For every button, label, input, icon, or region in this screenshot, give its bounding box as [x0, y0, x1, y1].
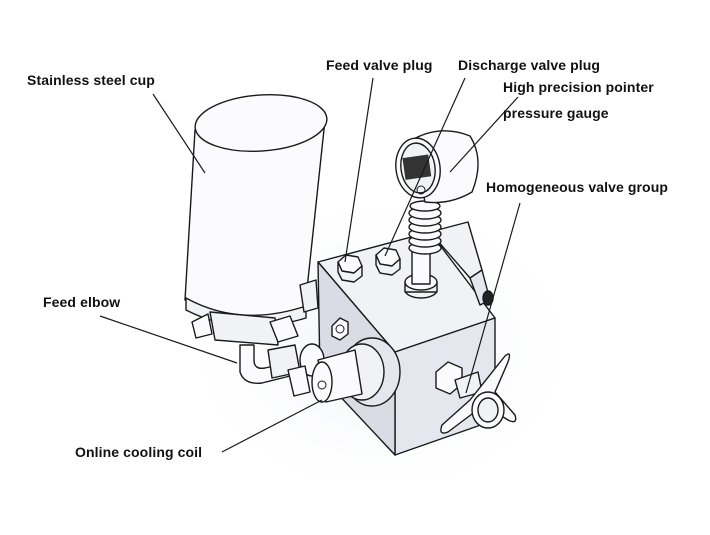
- label-discharge-valve-plug: Discharge valve plug: [458, 57, 601, 73]
- leader-stainless-steel-cup: [152, 93, 206, 174]
- stainless-steel-cup: [184, 93, 328, 328]
- label-feed-valve-plug: Feed valve plug: [326, 57, 433, 73]
- label-feed-elbow: Feed elbow: [43, 294, 121, 310]
- online-cooling-coil: [287, 337, 401, 407]
- homogeneous-valve-group: [435, 353, 517, 434]
- gauge-bellows: [408, 200, 442, 255]
- leader-feed-elbow: [99, 315, 238, 364]
- leader-homogeneous-valve-group: [465, 202, 521, 394]
- label-pressure-gauge-line1: High precision pointer: [503, 79, 654, 95]
- pressure-gauge: [395, 130, 479, 299]
- label-online-cooling-coil: Online cooling coil: [75, 444, 203, 460]
- feed-valve-plug: [337, 254, 363, 283]
- leader-lines: [99, 77, 521, 453]
- leader-feed-valve-plug: [344, 77, 374, 263]
- block-side-nut: [331, 317, 349, 341]
- label-pressure-gauge-line2: pressure gauge: [503, 105, 609, 121]
- label-stainless-steel-cup: Stainless steel cup: [27, 72, 155, 88]
- label-homogeneous-valve-group: Homogeneous valve group: [486, 179, 668, 195]
- leader-pressure-gauge: [449, 96, 519, 173]
- cup-base-fittings: [191, 279, 319, 346]
- leader-discharge-valve-plug: [384, 77, 466, 257]
- discharge-valve-plug: [375, 247, 401, 276]
- leader-online-cooling-coil: [221, 399, 323, 453]
